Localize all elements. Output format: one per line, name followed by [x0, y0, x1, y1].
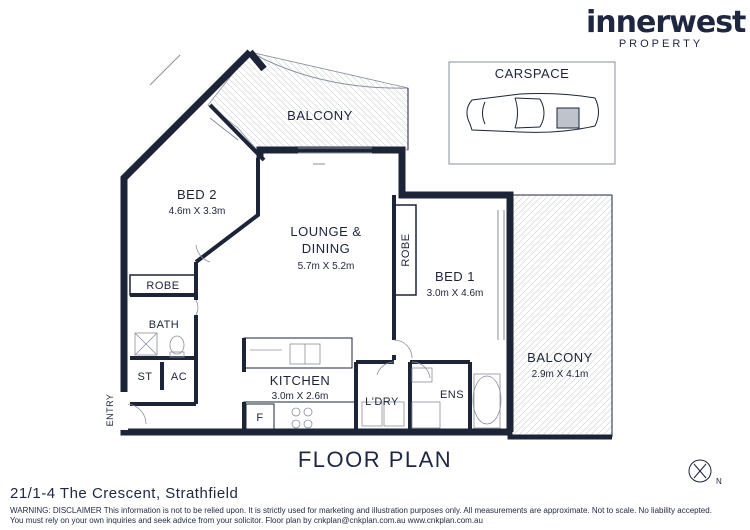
laundry-label: L'DRY [365, 396, 399, 408]
carspace-label: CARSPACE [495, 66, 570, 81]
bed2-size: 4.6m X 3.3m [169, 206, 226, 217]
carspace-box [448, 61, 616, 165]
balcony-right-area [509, 194, 613, 438]
car-icon [466, 93, 599, 133]
robe-bed1-label: ROBE [400, 233, 412, 266]
brand-logo: innerwest PROPERTY [586, 5, 746, 51]
robe-bed2-label: ROBE [146, 280, 179, 292]
lounge-label-line2: DINING [302, 241, 351, 256]
disclaimer-line2: You must rely on your own inquiries and … [10, 516, 483, 525]
disclaimer-line1: WARNING: DISCLAIMER This information is … [10, 506, 712, 515]
bed1-label: BED 1 [435, 269, 475, 284]
brand-subtitle: PROPERTY [618, 38, 704, 50]
bath-label: BATH [149, 319, 180, 331]
robe-bed1 [393, 204, 417, 296]
ensuite-label: ENS [440, 389, 464, 401]
disclaimer: WARNING: DISCLAIMER This information is … [10, 506, 740, 526]
lounge-label-line1: LOUNGE & [290, 224, 361, 239]
floor-plan-title: FLOOR PLAN [297, 447, 453, 472]
kitchen-size: 3.0m X 2.6m [272, 391, 329, 402]
kitchen-label: KITCHEN [270, 373, 331, 388]
lounge-size: 5.7m X 5.2m [298, 261, 355, 272]
property-address: 21/1-4 The Crescent, Strathfield [10, 485, 239, 502]
balcony-right-size: 2.9m X 4.1m [532, 369, 589, 380]
bed1-size: 3.0m X 4.6m [427, 288, 484, 299]
compass-n-label: N [716, 477, 722, 486]
entry-label: ENTRY [105, 394, 115, 427]
bed2-label: BED 2 [177, 187, 217, 202]
storage-label: ST [137, 371, 152, 383]
balcony-right-label: BALCONY [527, 350, 593, 365]
balcony-top-label: BALCONY [287, 108, 353, 123]
ac-label: AC [171, 371, 187, 383]
brand-name: innerwest [586, 5, 746, 40]
north-compass-icon [688, 459, 712, 483]
fridge-label: F [256, 412, 263, 424]
robe-bed2 [129, 274, 197, 296]
